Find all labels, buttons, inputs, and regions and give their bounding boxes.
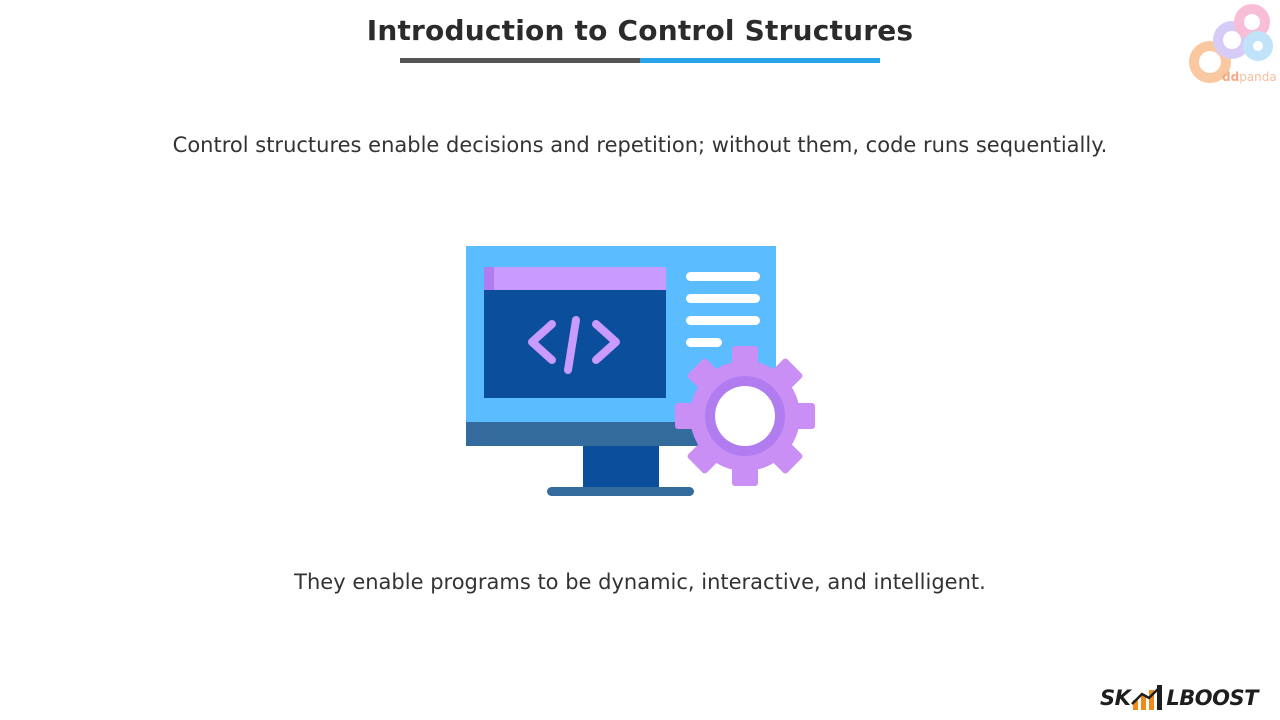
brand-logo-part2: LBOOST — [1166, 686, 1258, 710]
slide-title: Introduction to Control Structures — [366, 14, 914, 47]
computer-code-gear-icon — [466, 246, 815, 496]
title-underline-accent — [640, 58, 880, 63]
monitor-stand — [583, 445, 659, 489]
ddpanda-logo-prefix: dd — [1222, 70, 1240, 84]
ddpanda-logo-suffix: panda — [1239, 70, 1277, 84]
ddpanda-logo — [1189, 4, 1273, 83]
code-brackets-icon — [528, 316, 620, 374]
slide-footer-text: They enable programs to be dynamic, inte… — [294, 570, 986, 594]
ddpanda-logo-text: ddpanda — [1222, 70, 1277, 84]
title-underline — [400, 58, 880, 63]
brand-bar-chart-icon — [1131, 685, 1163, 710]
text-lines — [686, 272, 760, 347]
monitor-base-foot — [547, 487, 694, 496]
code-window-titlebar-edge — [484, 267, 494, 290]
slide-subtitle: Control structures enable decisions and … — [172, 133, 1108, 157]
brand-logo-part1: SK — [1100, 686, 1131, 710]
gear-icon — [675, 346, 815, 486]
code-window-titlebar — [484, 267, 666, 290]
skillboost-logo: SK LBOOST — [1100, 680, 1270, 716]
title-underline-dark — [400, 58, 640, 63]
